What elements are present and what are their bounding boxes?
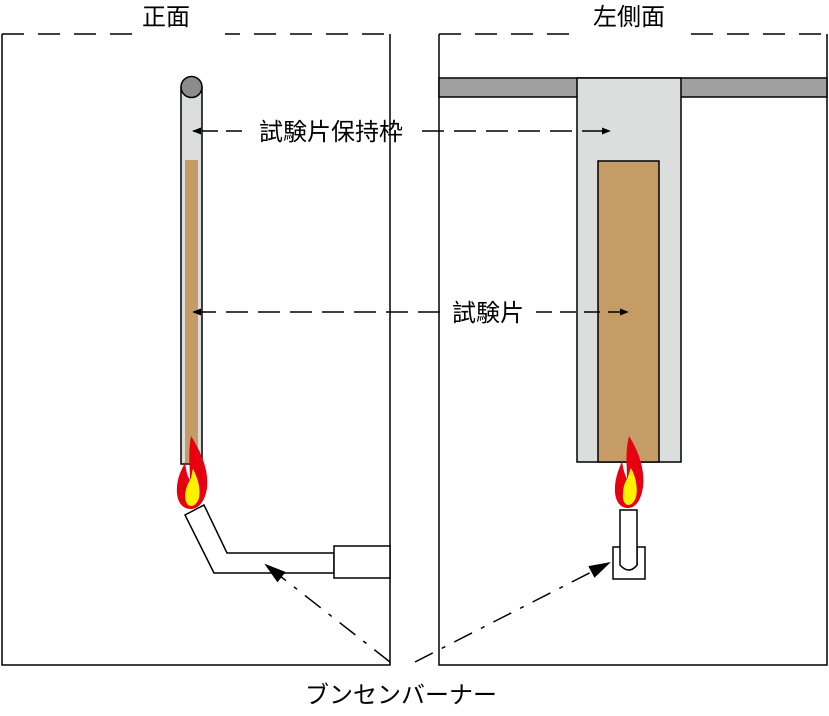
bunsen-burner-front: [184, 503, 391, 579]
burner-label: ブンセンバーナー: [305, 681, 497, 709]
burner-arrow-left: [264, 563, 391, 663]
specimen-front: [185, 160, 198, 463]
burner-connector: [333, 545, 391, 579]
specimen-side: [597, 160, 660, 463]
flame-front: [176, 436, 208, 509]
front-view-panel: 正面: [1, 3, 391, 666]
holder-callout: 試験片保持枠: [192, 118, 611, 146]
holder-knob: [180, 75, 203, 99]
front-view-title: 正面: [142, 3, 190, 31]
bunsen-burner-side: [612, 509, 646, 580]
side-panel-border: [438, 34, 828, 666]
flame-side: [614, 436, 644, 508]
specimen-callout: 試験片: [192, 299, 629, 327]
side-view-panel: 左側面: [438, 3, 828, 666]
specimen-label: 試験片: [452, 299, 524, 327]
side-view-title: 左側面: [593, 3, 665, 31]
burner-arrow-right: [414, 562, 611, 663]
burner-callout: ブンセンバーナー: [264, 562, 611, 709]
holder-label: 試験片保持枠: [259, 118, 403, 146]
front-panel-border: [1, 34, 391, 666]
